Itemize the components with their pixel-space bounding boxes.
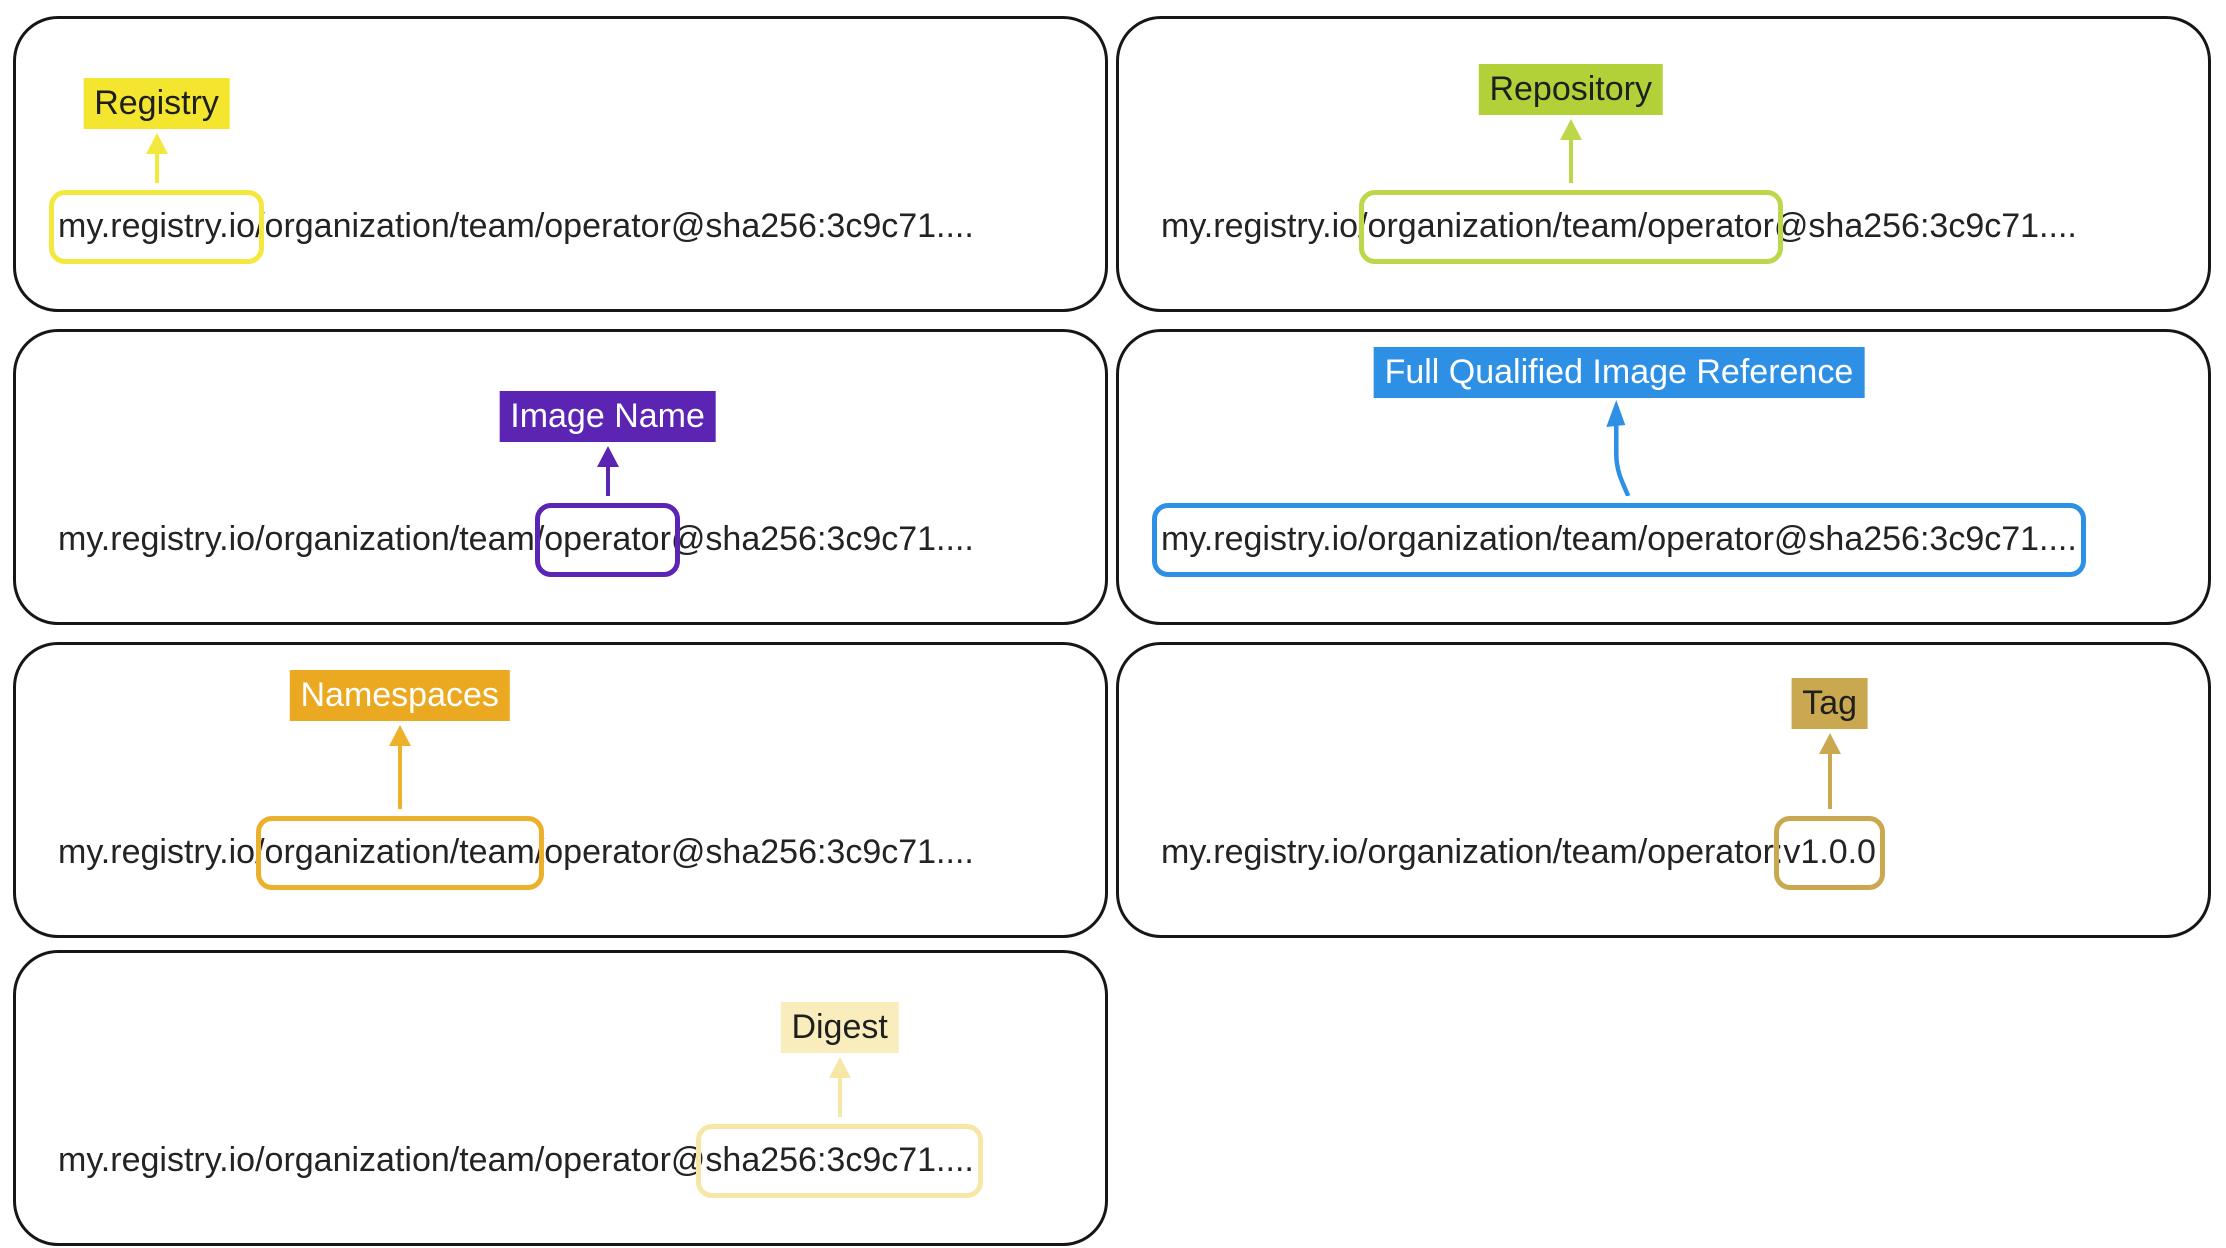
ref-prefix: my.registry.io/organization/team/: [58, 520, 545, 558]
label-chip-tag: Tag: [1791, 678, 1869, 729]
label-chip-registry: Registry: [83, 78, 230, 129]
arrow-up-icon: [145, 133, 169, 183]
image-reference-text: my.registry.io/organization/team/operato…: [1161, 678, 1885, 889]
image-reference-text: my.registry.io/organization/team/operato…: [58, 1002, 984, 1197]
ref-suffix: @sha256:3c9c71....: [1773, 207, 2077, 245]
arrow-shaft: [154, 154, 159, 183]
panel-full-qualified-image-reference: my.registry.io/organization/team/operato…: [1116, 329, 2211, 625]
highlight-box-namespaces: organization/team Namespaces: [255, 670, 545, 889]
arrow-shaft: [837, 1078, 842, 1117]
highlight-box-full-reference: my.registry.io/organization/team/operato…: [1152, 347, 2086, 576]
panel-image-name: my.registry.io/organization/team/operato…: [13, 329, 1108, 625]
ref-highlight: organization/team/operator: [1367, 207, 1774, 245]
panel-tag: my.registry.io/organization/team/operato…: [1116, 642, 2211, 938]
ref-highlight: sha256:3c9c71....: [705, 1141, 974, 1179]
highlight-box-registry: my.registry.io Registry: [48, 78, 265, 263]
label-chip-full-reference: Full Qualified Image Reference: [1373, 347, 1865, 398]
highlight-box-repository: organization/team/operator Repository: [1358, 64, 1784, 263]
arrow-shaft: [1827, 754, 1832, 809]
arrow-up-icon: [828, 1057, 852, 1117]
arrow-up-icon: [388, 725, 412, 809]
arrow-shaft: [605, 467, 610, 496]
label-chip-namespaces: Namespaces: [289, 670, 510, 721]
ref-prefix: my.registry.io/: [58, 833, 265, 871]
arrow-up-icon: [1818, 733, 1842, 809]
ref-highlight: organization/team: [264, 833, 535, 871]
highlight-box-tag: v1.0.0 Tag: [1774, 678, 1885, 889]
ref-suffix: /organization/team/operator@sha256:3c9c7…: [255, 207, 974, 245]
image-reference-text: my.registry.io/organization/team Namespac…: [58, 670, 974, 889]
ref-prefix: my.registry.io/organization/team/operato…: [1161, 833, 1784, 871]
label-chip-repository: Repository: [1478, 64, 1663, 115]
panel-namespaces: my.registry.io/organization/team Namespac…: [13, 642, 1108, 938]
image-reference-text: my.registry.io/organization/team/operato…: [1152, 347, 2086, 576]
ref-highlight: my.registry.io/organization/team/operato…: [1161, 520, 2077, 558]
arrow-head: [145, 133, 168, 154]
highlight-box-image-name: operator Image Name: [499, 391, 716, 576]
ref-suffix: @sha256:3c9c71....: [670, 520, 974, 558]
arrow-head: [828, 1057, 851, 1078]
arrow-up-icon: [596, 446, 620, 496]
arrow-head: [1818, 733, 1841, 754]
arrow-head: [596, 446, 619, 467]
ref-highlight: operator: [544, 520, 671, 558]
arrow-up-curved-icon: [1606, 400, 1631, 496]
image-reference-text: my.registry.io Registry/organization/team…: [48, 78, 974, 263]
arrow-head: [1559, 119, 1582, 140]
ref-suffix: /operator@sha256:3c9c71....: [534, 833, 974, 871]
arrow-shaft: [1568, 140, 1573, 183]
ref-prefix: my.registry.io/organization/team/operato…: [58, 1141, 706, 1179]
panel-repository: my.registry.io/organization/team/operato…: [1116, 16, 2211, 312]
image-reference-text: my.registry.io/organization/team/operato…: [58, 391, 974, 576]
ref-prefix: my.registry.io/: [1161, 207, 1368, 245]
highlight-box-digest: sha256:3c9c71.... Digest: [696, 1002, 984, 1197]
ref-highlight: my.registry.io: [58, 207, 256, 245]
arrow-shaft: [397, 746, 402, 809]
label-chip-image-name: Image Name: [499, 391, 716, 442]
label-chip-digest: Digest: [780, 1002, 899, 1053]
ref-highlight: v1.0.0: [1783, 833, 1876, 871]
panel-registry: my.registry.io Registry/organization/team…: [13, 16, 1108, 312]
image-reference-text: my.registry.io/organization/team/operato…: [1161, 64, 2077, 263]
arrow-up-icon: [1559, 119, 1583, 183]
panel-digest: my.registry.io/organization/team/operato…: [13, 950, 1108, 1246]
arrow-head: [388, 725, 411, 746]
